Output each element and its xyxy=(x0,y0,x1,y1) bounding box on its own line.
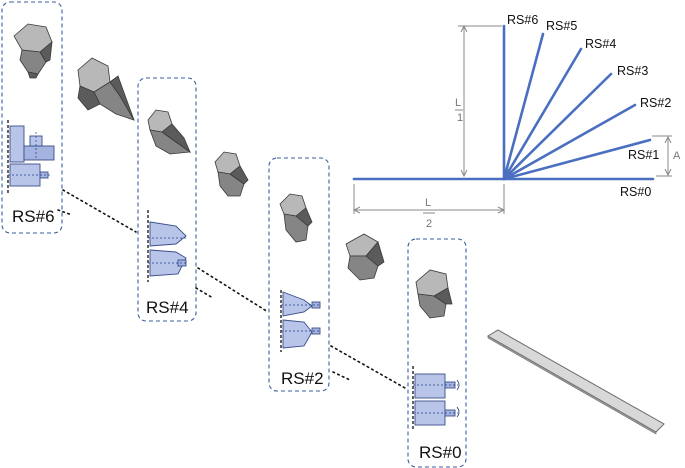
dotted-connectors xyxy=(57,189,406,389)
schematic-rs4 xyxy=(147,210,188,282)
fan-line-rs3 xyxy=(502,72,613,181)
dim-angle-A: A xyxy=(673,150,681,162)
dim-horizontal-frac: 2 xyxy=(426,218,432,230)
module-label-rs4: RS#4 xyxy=(146,298,189,317)
fan-label-rs4: RS#4 xyxy=(585,37,616,51)
dim-vertical-L: L xyxy=(455,97,461,109)
module-label-rs0: RS#0 xyxy=(419,443,462,462)
gripper-3d-rs5 xyxy=(77,57,135,121)
module-box-rs2 xyxy=(268,157,330,392)
gripper-3d-rs0 xyxy=(415,269,453,319)
fan-label-rs2: RS#2 xyxy=(640,96,671,110)
fan-diagram: RS#6 RS#5 RS#4 RS#3 RS#2 RS#1 RS#0 L 1 L… xyxy=(352,13,681,230)
module-box-rs4 xyxy=(137,77,197,322)
flat-strip xyxy=(487,329,665,435)
fan-label-rs3: RS#3 xyxy=(617,64,648,78)
fan-label-rs6: RS#6 xyxy=(507,13,538,27)
fan-line-rs4 xyxy=(502,47,583,181)
fan-line-rs5 xyxy=(502,32,545,181)
module-label-rs2: RS#2 xyxy=(281,369,324,388)
module-label-rs6: RS#6 xyxy=(12,207,55,226)
schematic-rs0 xyxy=(412,366,460,430)
fan-label-rs1: RS#1 xyxy=(628,148,659,162)
gripper-3d-rs2 xyxy=(279,193,313,243)
module-box-rs0 xyxy=(407,238,467,468)
fan-label-rs5: RS#5 xyxy=(546,19,577,33)
gripper-3d-rs4 xyxy=(147,109,192,155)
gripper-3d-rs1 xyxy=(345,233,385,281)
fan-line-rs1 xyxy=(502,138,652,181)
gripper-3d-rs6 xyxy=(13,23,53,79)
dim-horizontal-L: L xyxy=(425,197,431,209)
gripper-3d-rs3 xyxy=(214,151,249,197)
schematic-rs2 xyxy=(280,290,321,352)
module-box-rs6 xyxy=(1,1,63,234)
fan-line-rs2 xyxy=(502,103,637,181)
fan-label-rs0: RS#0 xyxy=(620,185,651,199)
schematic-rs6 xyxy=(7,120,55,194)
dim-vertical-frac: 1 xyxy=(457,112,463,124)
